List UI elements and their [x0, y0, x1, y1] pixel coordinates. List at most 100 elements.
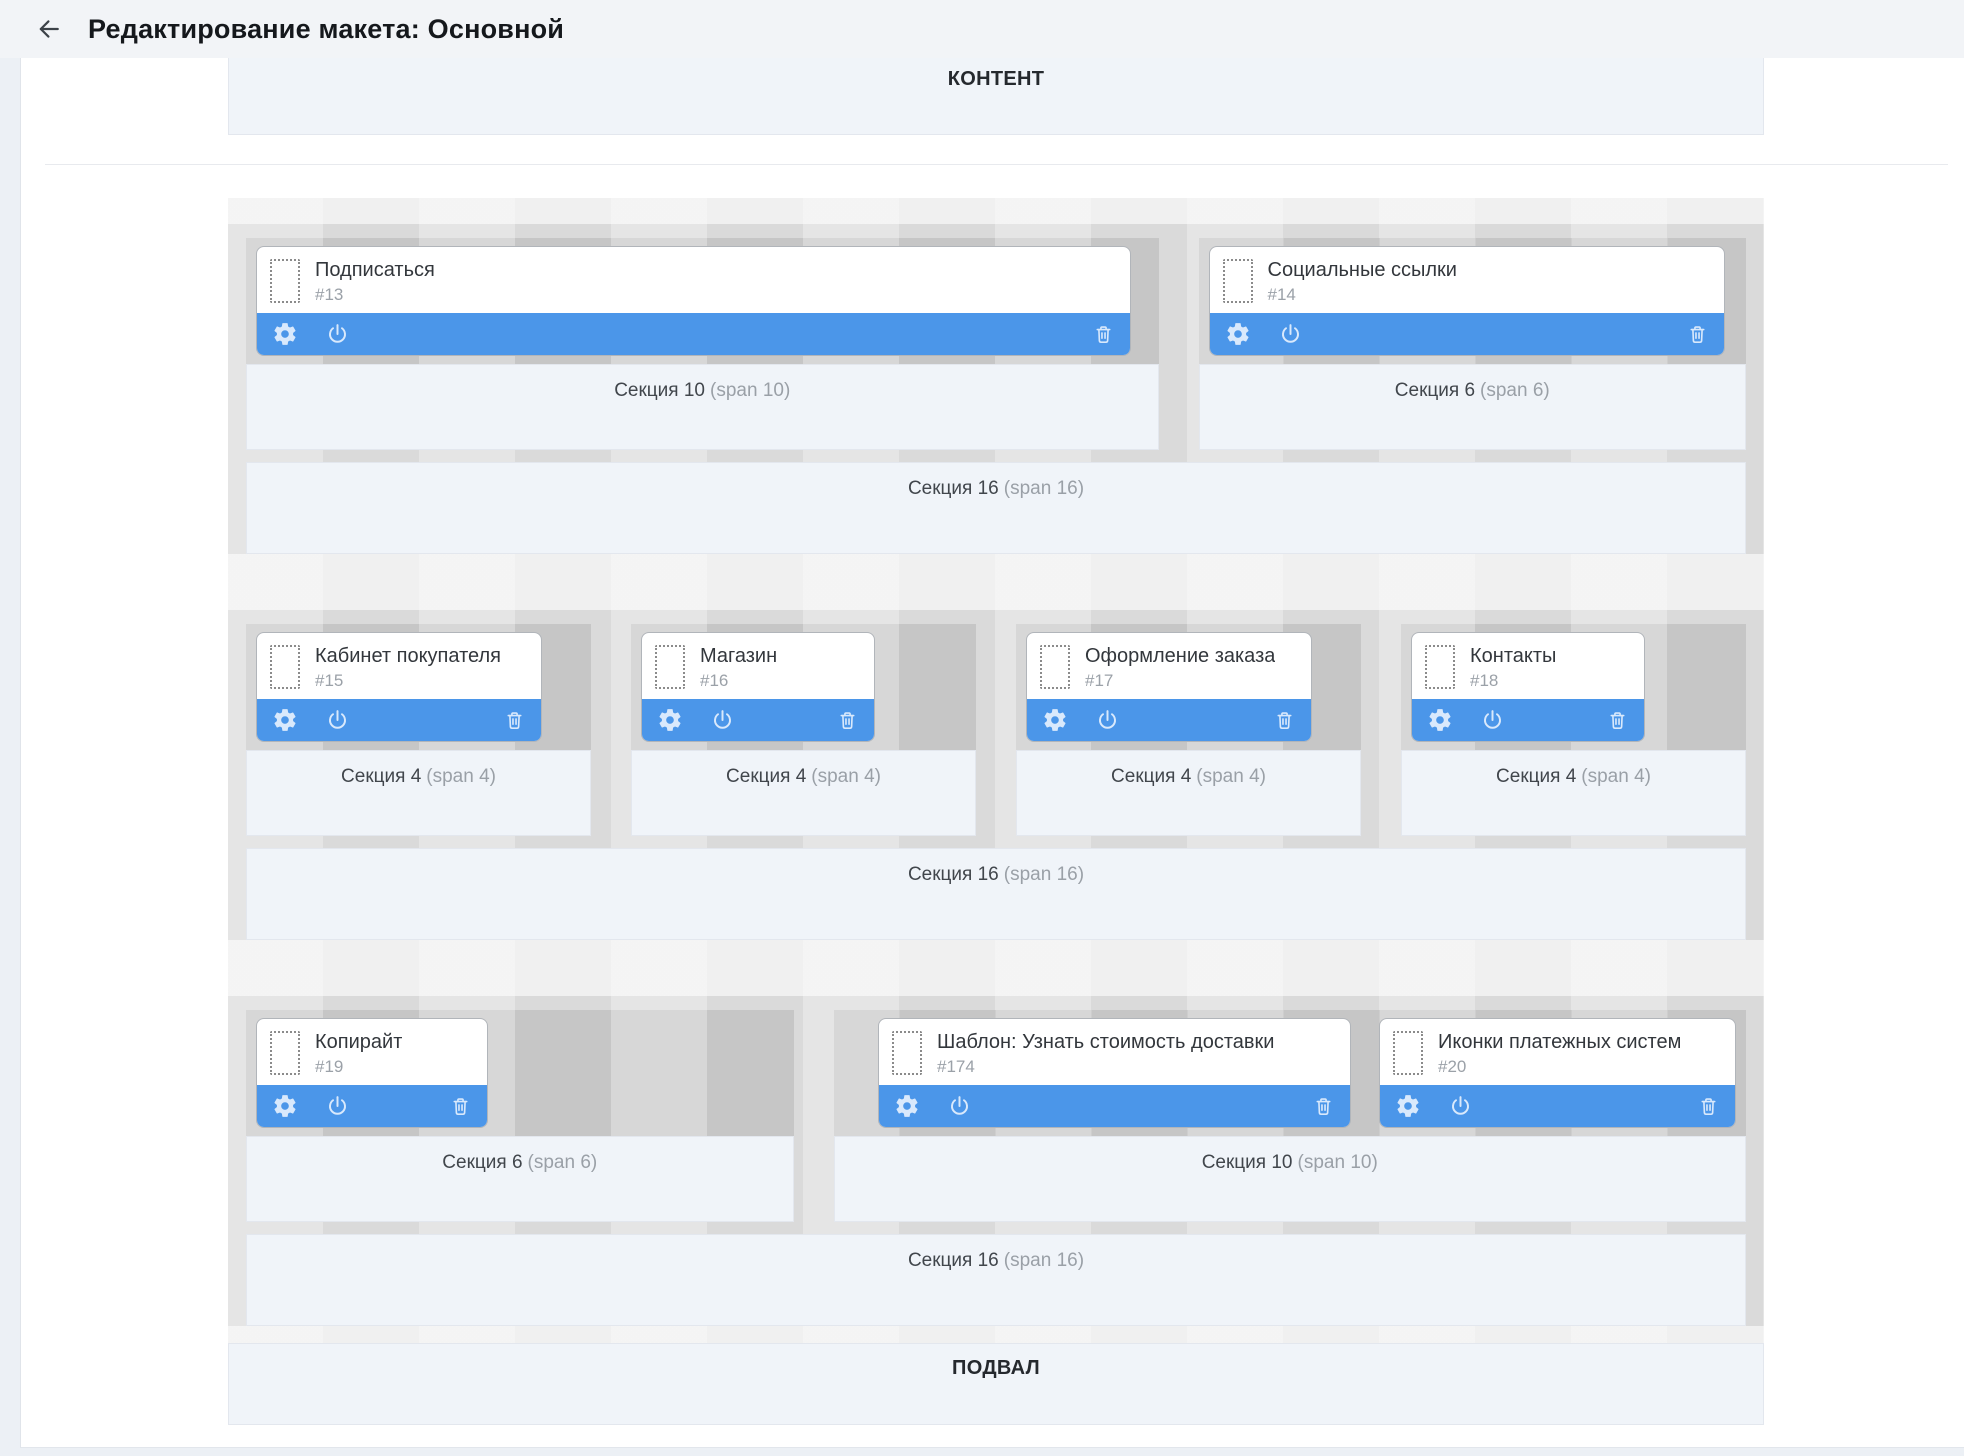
- widget-meta: Шаблон: Узнать стоимость доставки #174: [937, 1030, 1274, 1077]
- widget-toolbar: [1412, 699, 1644, 741]
- widget-toolbar: [257, 313, 1130, 355]
- section-label-panel[interactable]: Секция 4(span 4): [246, 750, 591, 836]
- section-name: Секция 16: [907, 864, 999, 885]
- widget-disable-button[interactable]: [325, 322, 350, 347]
- widget-delete-button[interactable]: [1686, 323, 1709, 346]
- trash-icon: [1610, 711, 1625, 729]
- widget-settings-button[interactable]: [272, 321, 298, 347]
- widget-card[interactable]: Социальные ссылки #14: [1208, 246, 1726, 356]
- section-label-panel[interactable]: Секция 6(span 6): [246, 1136, 794, 1222]
- widget-disable-button[interactable]: [1448, 1094, 1473, 1119]
- power-icon: [1099, 709, 1116, 729]
- widget-title: Контакты: [1470, 644, 1557, 667]
- section: Подписаться #13: [246, 238, 1159, 450]
- widget-disable-button[interactable]: [1278, 322, 1303, 347]
- widget-id: #13: [315, 284, 344, 304]
- section-name: Секция 4: [1111, 766, 1192, 787]
- widget-disable-button[interactable]: [947, 1094, 972, 1119]
- widget-disable-button[interactable]: [1095, 708, 1120, 733]
- gear-icon: [274, 323, 296, 345]
- widget-delete-button[interactable]: [1606, 709, 1629, 732]
- section-label-panel[interactable]: Секция 6(span 6): [1198, 364, 1746, 450]
- widget-placeholder-icon: [1222, 259, 1253, 303]
- section-label-panel[interactable]: Секция 10(span 10): [833, 1136, 1746, 1222]
- section-span: (span 4): [1581, 766, 1651, 787]
- widget-zone: Кабинет покупателя #15: [246, 624, 591, 750]
- widget-card-header: Шаблон: Узнать стоимость доставки #174: [879, 1019, 1350, 1085]
- page-header: Редактирование макета: Основной: [0, 0, 1964, 58]
- section-label-panel[interactable]: Секция 16(span 16): [246, 462, 1746, 554]
- widget-title: Кабинет покупателя: [315, 644, 501, 667]
- widget-toolbar: [1380, 1085, 1735, 1127]
- widget-card[interactable]: Контакты #18: [1411, 632, 1645, 742]
- widget-meta: Магазин #16: [700, 644, 777, 691]
- section-name: Секция 10: [614, 380, 706, 401]
- widget-disable-button[interactable]: [325, 1094, 350, 1119]
- section-span: (span 16): [1003, 864, 1085, 885]
- widget-settings-button[interactable]: [657, 707, 683, 733]
- section-name: Секция 4: [726, 766, 807, 787]
- widget-zone: Контакты #18: [1401, 624, 1746, 750]
- widget-card[interactable]: Подписаться #13: [256, 246, 1131, 356]
- widget-delete-button[interactable]: [1697, 1095, 1720, 1118]
- section-name: Секция 4: [1496, 766, 1577, 787]
- section-label-panel[interactable]: Секция 10(span 10): [246, 364, 1159, 450]
- widget-delete-button[interactable]: [1273, 709, 1296, 732]
- widget-settings-button[interactable]: [1395, 1093, 1421, 1119]
- widget-card[interactable]: Копирайт #19: [256, 1018, 489, 1128]
- widget-toolbar: [642, 699, 874, 741]
- widget-zone: Подписаться #13: [246, 238, 1159, 364]
- content-zone-header: КОНТЕНТ: [228, 58, 1764, 135]
- section-label-panel[interactable]: Секция 4(span 4): [631, 750, 976, 836]
- widget-delete-button[interactable]: [1092, 323, 1115, 346]
- section-label-panel[interactable]: Секция 4(span 4): [1016, 750, 1361, 836]
- widget-card[interactable]: Иконки платежных систем #20: [1379, 1018, 1736, 1128]
- section-name: Секция 4: [341, 766, 422, 787]
- widget-id: #16: [700, 670, 729, 690]
- trash-icon: [507, 711, 522, 729]
- widget-zone: Копирайт #19: [246, 1010, 794, 1136]
- widget-settings-button[interactable]: [272, 707, 298, 733]
- widget-card[interactable]: Магазин #16: [641, 632, 875, 742]
- widget-settings-button[interactable]: [1225, 321, 1251, 347]
- widget-disable-button[interactable]: [1480, 708, 1505, 733]
- widget-toolbar: [878, 1085, 1350, 1127]
- section-name: Секция 10: [1201, 1152, 1293, 1173]
- widget-placeholder-icon: [1425, 645, 1455, 689]
- widget-card[interactable]: Кабинет покупателя #15: [256, 632, 542, 742]
- section: Магазин #16: [631, 624, 976, 836]
- back-button[interactable]: [34, 14, 64, 44]
- widget-placeholder-icon: [270, 259, 300, 303]
- widget-title: Иконки платежных систем: [1438, 1030, 1682, 1053]
- widget-settings-button[interactable]: [1042, 707, 1068, 733]
- widget-disable-button[interactable]: [325, 708, 350, 733]
- widget-delete-button[interactable]: [836, 709, 859, 732]
- trash-icon: [1701, 1097, 1716, 1115]
- section-row: Копирайт #19: [228, 996, 1764, 1326]
- widget-meta: Оформление заказа #17: [1085, 644, 1275, 691]
- widget-card-header: Оформление заказа #17: [1027, 633, 1311, 699]
- widget-placeholder-icon: [1040, 645, 1070, 689]
- widget-id: #18: [1470, 670, 1499, 690]
- widget-delete-button[interactable]: [1312, 1095, 1335, 1118]
- widget-settings-button[interactable]: [894, 1093, 920, 1119]
- section-label-panel[interactable]: Секция 4(span 4): [1401, 750, 1746, 836]
- widget-card[interactable]: Шаблон: Узнать стоимость доставки #174: [877, 1018, 1351, 1128]
- footer-zone-header: ПОДВАЛ: [228, 1343, 1764, 1425]
- widget-meta: Иконки платежных систем #20: [1438, 1030, 1681, 1077]
- widget-placeholder-icon: [1393, 1031, 1423, 1075]
- widget-delete-button[interactable]: [449, 1095, 472, 1118]
- section-label-panel[interactable]: Секция 16(span 16): [246, 848, 1746, 940]
- widget-delete-button[interactable]: [503, 709, 526, 732]
- widget-disable-button[interactable]: [710, 708, 735, 733]
- gear-icon: [896, 1095, 918, 1117]
- gear-icon: [1429, 709, 1451, 731]
- section-label-panel[interactable]: Секция 16(span 16): [246, 1234, 1746, 1326]
- widget-card-header: Социальные ссылки #14: [1210, 247, 1725, 313]
- widget-card[interactable]: Оформление заказа #17: [1026, 632, 1312, 742]
- gear-icon: [1226, 323, 1249, 345]
- widget-settings-button[interactable]: [1427, 707, 1453, 733]
- widget-meta: Копирайт #19: [315, 1030, 402, 1077]
- widget-settings-button[interactable]: [272, 1093, 298, 1119]
- power-icon: [329, 709, 346, 729]
